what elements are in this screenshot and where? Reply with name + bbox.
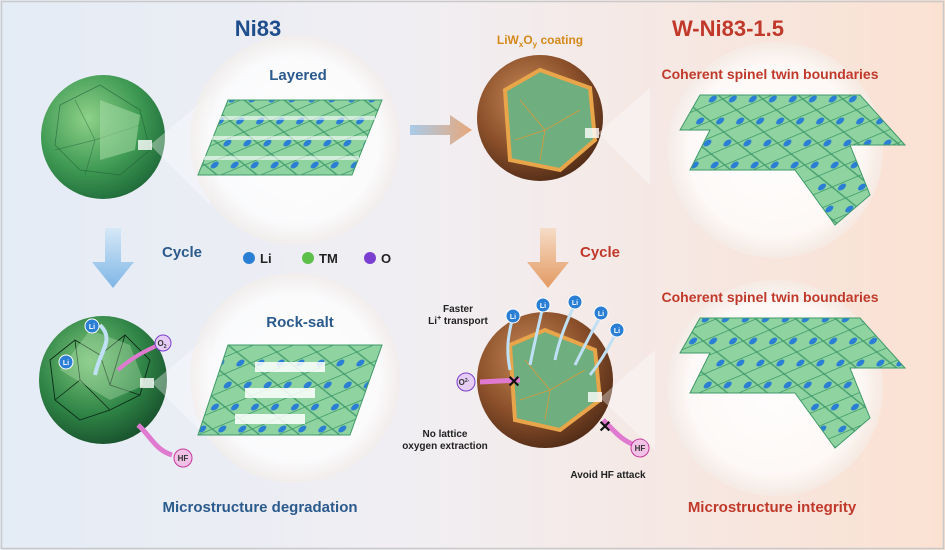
hf-badge-left bbox=[173, 448, 193, 468]
caption-degradation: Microstructure degradation bbox=[162, 499, 357, 516]
o2-badge-text: O2 bbox=[157, 339, 166, 350]
legend-li-dot bbox=[243, 252, 255, 264]
li-badge-right-4 bbox=[593, 305, 609, 321]
coated-particle bbox=[477, 55, 603, 181]
label-oxygen-extraction: oxygen extraction bbox=[402, 441, 488, 452]
hf-badge-right bbox=[630, 438, 650, 458]
rocksalt-lattice bbox=[197, 344, 383, 436]
title-ni83: Ni83 bbox=[235, 16, 281, 41]
li-badge-right-1 bbox=[505, 308, 521, 324]
cycle-arrow-right bbox=[527, 228, 569, 288]
li-badge-right-2 bbox=[535, 297, 551, 313]
li-badge-right-3-text: Li bbox=[572, 300, 578, 307]
li-badge-left-1 bbox=[84, 318, 100, 334]
label-coherent-top: Coherent spinel twin boundaries bbox=[661, 66, 878, 82]
li-badge-right-5 bbox=[609, 322, 625, 338]
label-cycle-left: Cycle bbox=[162, 244, 202, 261]
blocked-oxygen-arrow bbox=[479, 377, 521, 385]
li-badge-left-2 bbox=[58, 354, 74, 370]
legend-o-dot bbox=[364, 252, 376, 264]
hf-attack-arrow-right bbox=[601, 418, 636, 448]
title-w-ni83: W-Ni83-1.5 bbox=[672, 16, 784, 41]
li-badge-left-1-text: Li bbox=[89, 324, 95, 331]
li-escape-arrow bbox=[93, 323, 109, 376]
label-layered: Layered bbox=[269, 67, 327, 84]
hf-attack-arrow-left bbox=[136, 423, 173, 458]
transform-arrow bbox=[410, 115, 472, 145]
cycle-arrow-left bbox=[92, 228, 134, 288]
label-no-lattice: No lattice bbox=[422, 429, 467, 440]
label-cycle-right: Cycle bbox=[580, 244, 620, 261]
o2-badge bbox=[154, 334, 172, 352]
spinel-lattice-top bbox=[679, 94, 907, 226]
li-badge-right-1-text: Li bbox=[510, 314, 516, 321]
li-transport-arrows bbox=[506, 307, 617, 376]
hf-badge-left-text: HF bbox=[178, 454, 189, 463]
layered-lattice bbox=[197, 99, 383, 176]
zoom-beam-bottom-right bbox=[600, 350, 655, 450]
block-x-oxygen: ✕ bbox=[507, 374, 520, 391]
hf-badge-right-text: HF bbox=[635, 444, 646, 453]
o-minus-badge-text: O2- bbox=[459, 378, 470, 387]
o-minus-badge bbox=[456, 372, 476, 392]
label-coherent-bottom: Coherent spinel twin boundaries bbox=[661, 289, 878, 305]
block-x-hf: ✕ bbox=[598, 419, 611, 436]
li-badge-right-3 bbox=[567, 294, 583, 310]
spinel-lattice-bottom bbox=[679, 317, 907, 449]
caption-integrity: Microstructure integrity bbox=[688, 499, 857, 516]
label-li-transport: Li+ transport bbox=[428, 315, 488, 327]
li-badge-right-2-text: Li bbox=[540, 303, 546, 310]
li-badge-right-4-text: Li bbox=[598, 311, 604, 318]
label-rock-salt: Rock-salt bbox=[266, 314, 334, 331]
label-avoid-hf: Avoid HF attack bbox=[570, 470, 646, 481]
legend-tm-label: TM bbox=[319, 251, 338, 266]
li-badge-left-2-text: Li bbox=[63, 360, 69, 367]
legend-o-label: O bbox=[381, 251, 391, 266]
degraded-particle bbox=[39, 316, 167, 444]
legend-li-label: Li bbox=[260, 251, 272, 266]
label-faster: Faster bbox=[443, 304, 473, 315]
li-badge-right-5-text: Li bbox=[614, 328, 620, 335]
zoom-beam-top-right bbox=[598, 88, 650, 185]
pristine-particle bbox=[41, 75, 165, 199]
coating-label: LiWxOy coating bbox=[497, 33, 583, 49]
legend: Li TM O bbox=[243, 251, 391, 266]
legend-tm-dot bbox=[302, 252, 314, 264]
